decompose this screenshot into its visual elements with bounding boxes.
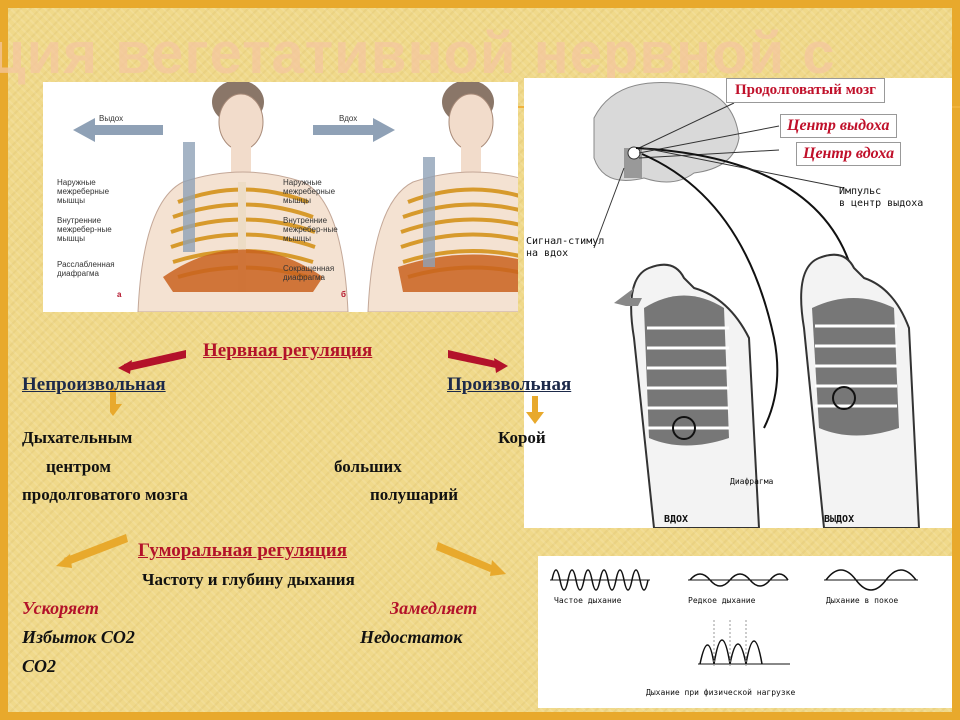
involuntary-line-3: продолговатого мозга bbox=[22, 485, 188, 504]
label-inhale-right: ВДОХ bbox=[664, 514, 689, 525]
breathing-waves-illustration bbox=[550, 569, 918, 668]
callout-exhale-center: Центр выдоха bbox=[780, 114, 897, 138]
label-external-muscles-a: Наружные межреберные мышцы bbox=[57, 178, 110, 205]
label-relaxed-diaphragm: Расслабленная диафрагма bbox=[57, 260, 115, 278]
voluntary-arrow bbox=[526, 396, 544, 424]
deficit-label: Недостаток bbox=[360, 627, 463, 647]
label-panel-a: а bbox=[117, 290, 122, 299]
co2-label: СО2 bbox=[22, 656, 57, 676]
voluntary-heading: Произвольная bbox=[447, 374, 572, 395]
callout-inhale-center: Центр вдоха bbox=[796, 142, 902, 166]
excess-co2-label: Избыток СО2 bbox=[22, 627, 135, 647]
label-external-muscles-b: Наружные межреберные мышцы bbox=[283, 178, 336, 205]
label-impulse: Импульс в центр выдоха bbox=[839, 186, 924, 209]
breathing-figure-panel: Выдох Вдох Наружные межреберные мышцы Вн… bbox=[43, 80, 579, 313]
slows-down-label: Замедляет bbox=[390, 598, 478, 618]
wave-label-rare: Редкое дыхание bbox=[688, 596, 756, 605]
label-exhale-right: ВЫДОХ bbox=[824, 514, 855, 525]
label-exhale-left: Выдох bbox=[99, 114, 124, 123]
brain-lungs-illustration bbox=[593, 81, 921, 529]
wave-label-rest: Дыхание в покое bbox=[826, 596, 899, 605]
breathing-waves-panel: Частое дыхание Редкое дыхание Дыхание в … bbox=[538, 556, 952, 708]
label-internal-muscles-b: Внутренние межребер-ные мышцы bbox=[283, 216, 338, 243]
humoral-subtitle: Частоту и глубину дыхания bbox=[142, 570, 355, 589]
wave-label-exercise: Дыхание при физической нагрузке bbox=[646, 688, 796, 697]
involuntary-line-2: центром bbox=[46, 457, 111, 476]
humoral-regulation-title: Гуморальная регуляция bbox=[138, 540, 347, 561]
nervous-regulation-title: Нервная регуляция bbox=[203, 340, 373, 361]
wave-label-frequent: Частое дыхание bbox=[554, 596, 622, 605]
callout-medulla: Продолговатый мозг bbox=[726, 78, 885, 103]
voluntary-line-2: больших bbox=[334, 457, 402, 476]
label-signal: Сигнал-стимул на вдох bbox=[526, 236, 605, 259]
voluntary-line-3: полушарий bbox=[370, 485, 459, 504]
involuntary-heading: Непроизвольная bbox=[22, 374, 166, 395]
label-internal-muscles-a: Внутренние межребер-ные мышцы bbox=[57, 216, 112, 243]
slide-title: ция вегетативной нервной с bbox=[0, 21, 836, 86]
humoral-arrows bbox=[56, 534, 506, 576]
voluntary-line-1: Корой bbox=[498, 428, 546, 447]
label-inhale-left: Вдох bbox=[339, 114, 358, 123]
speeds-up-label: Ускоряет bbox=[22, 598, 99, 618]
nervous-arrows bbox=[110, 350, 508, 416]
label-panel-b: б bbox=[341, 290, 346, 299]
involuntary-line-1: Дыхательным bbox=[22, 428, 133, 447]
label-diaphragm: Диафрагма bbox=[730, 477, 774, 486]
label-contracted-diaphragm: Сокращенная диафрагма bbox=[283, 264, 335, 282]
